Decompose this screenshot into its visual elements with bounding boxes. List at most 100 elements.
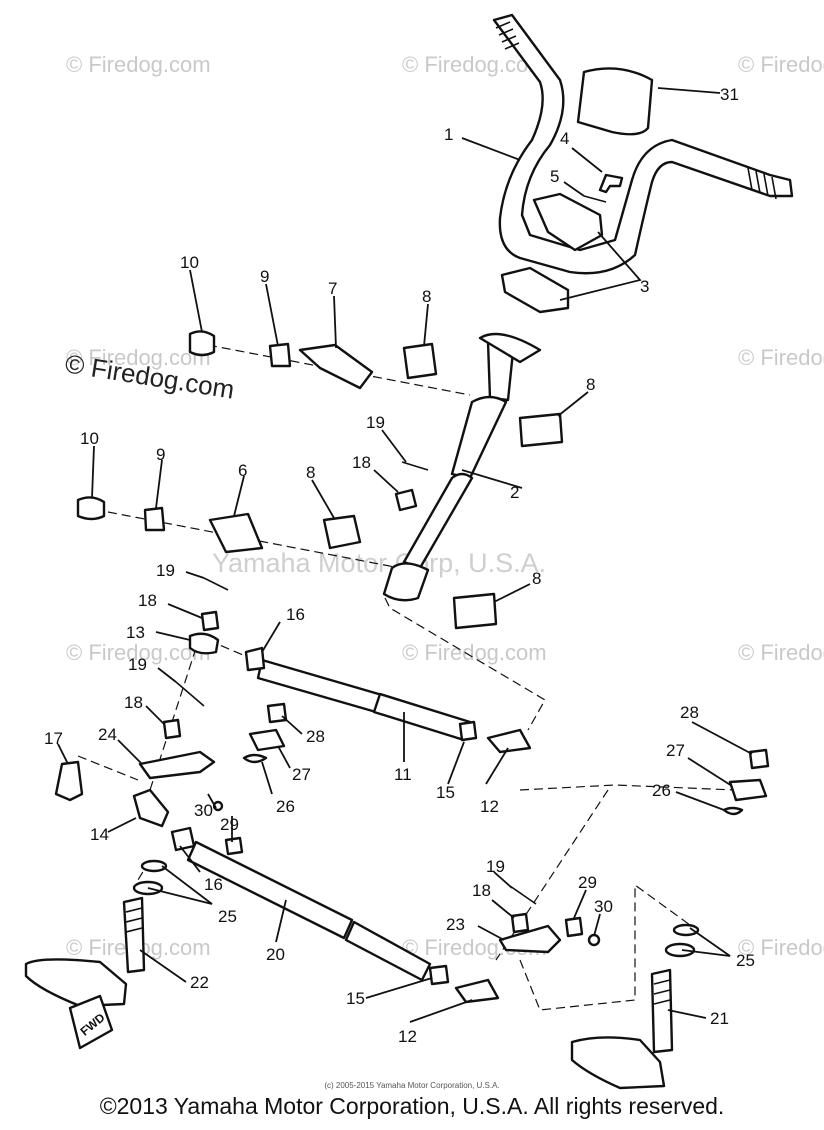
castle-nut <box>394 488 418 512</box>
callout-number: 2 <box>510 483 519 502</box>
callout-number: 7 <box>328 279 337 298</box>
callout-number: 29 <box>220 815 239 834</box>
washer <box>722 806 744 816</box>
pin <box>587 933 601 947</box>
callout-number: 27 <box>666 741 685 760</box>
cotter-pin <box>509 885 537 905</box>
castle-nut <box>162 718 182 740</box>
callout-number: 22 <box>190 973 209 992</box>
cotter-pin <box>203 577 229 591</box>
spacer-washer <box>672 923 700 937</box>
assembly-lines <box>77 344 736 1011</box>
left-spindle: FWD <box>24 896 146 1050</box>
bushing-bracket <box>728 778 768 802</box>
column-bushing <box>518 412 564 448</box>
callout-number: 6 <box>238 461 247 480</box>
spacer-washer <box>664 942 696 958</box>
castle-nut <box>200 610 220 632</box>
callout-number: 24 <box>98 725 117 744</box>
bracket-bolt <box>76 496 106 521</box>
callout-number: 10 <box>180 253 199 272</box>
bushing-bracket <box>248 728 286 752</box>
upper-clamp <box>532 192 604 252</box>
clamp-bolt <box>598 173 624 194</box>
pivot-bolt <box>564 916 584 938</box>
arm-bolt <box>54 760 84 802</box>
watermark: © Firedog.com <box>738 640 824 665</box>
callout-number: 27 <box>292 765 311 784</box>
handlebar <box>492 13 794 275</box>
callout-number: 9 <box>260 267 269 286</box>
callout-number: 26 <box>276 797 295 816</box>
callout-number: 8 <box>586 375 595 394</box>
callout-number: 19 <box>366 413 385 432</box>
callout-number: 8 <box>532 569 541 588</box>
cotter-pin <box>401 461 429 471</box>
callout-number: 1 <box>444 125 453 144</box>
watermark: © Firedog.com <box>402 640 547 665</box>
callout-number: 30 <box>594 897 613 916</box>
callout-number: 18 <box>138 591 157 610</box>
callout-number: 18 <box>352 453 371 472</box>
callout-number: 11 <box>394 765 412 784</box>
collar <box>143 506 166 532</box>
callout-number: 10 <box>80 429 99 448</box>
watermark: © Firedog.com <box>66 52 211 77</box>
callout-number: 9 <box>156 445 165 464</box>
right-spindle <box>570 968 674 1090</box>
column-bushing <box>452 592 498 630</box>
nut <box>748 748 770 770</box>
callout-number: 12 <box>398 1027 417 1046</box>
callout-number: 21 <box>710 1009 729 1028</box>
callout-number: 19 <box>128 655 147 674</box>
collar <box>268 342 292 368</box>
callout-number: 31 <box>720 85 739 104</box>
callout-number: 26 <box>652 781 671 800</box>
callout-number: 18 <box>472 881 491 900</box>
callout-number: 15 <box>436 783 455 802</box>
callout-number: 19 <box>486 857 505 876</box>
callout-number: 17 <box>44 729 63 748</box>
clamp-pin <box>583 195 607 203</box>
callout-number: 13 <box>126 623 145 642</box>
copyright-notice: ©2013 Yamaha Motor Corporation, U.S.A. A… <box>99 1093 725 1119</box>
lower-column-bracket <box>208 512 264 554</box>
tie-rod-end <box>188 632 220 655</box>
lower-tie-rod <box>170 826 500 1004</box>
rod-end <box>132 788 170 828</box>
callout-number: 15 <box>346 989 365 1008</box>
column-bushing <box>402 342 438 380</box>
bracket-bolt <box>188 330 216 357</box>
column-bushing <box>322 514 362 550</box>
watermark: © Firedog.com <box>66 345 211 370</box>
handlebar-grip <box>576 67 654 136</box>
callout-number: 29 <box>578 873 597 892</box>
callout-number: 12 <box>480 797 499 816</box>
steering-column <box>382 332 542 602</box>
washer <box>242 753 268 764</box>
castle-nut <box>510 912 530 934</box>
callout-number: 8 <box>306 463 315 482</box>
callout-number: 19 <box>156 561 175 580</box>
watermark: © Firedog.com <box>738 935 824 960</box>
pivot-bolt <box>224 836 244 856</box>
callout-number: 30 <box>194 801 213 820</box>
watermark: © Firedog.com <box>738 345 824 370</box>
callout-number: 16 <box>204 875 223 894</box>
spacer-washer <box>140 859 168 873</box>
callout-number: 23 <box>446 915 465 934</box>
callout-number: 4 <box>560 129 569 148</box>
callout-number: 25 <box>218 907 237 926</box>
lower-clamp <box>500 266 570 314</box>
upper-tie-rod <box>244 646 532 754</box>
steering-arm <box>138 750 216 780</box>
watermark: © Firedog.com <box>66 640 211 665</box>
callout-number: 14 <box>90 825 109 844</box>
callout-number: 3 <box>640 277 649 296</box>
leader-lines <box>57 87 753 1023</box>
callout-number: 28 <box>680 703 699 722</box>
callout-number: 18 <box>124 693 143 712</box>
callout-number: 20 <box>266 945 285 964</box>
upper-column-bracket <box>298 343 374 390</box>
